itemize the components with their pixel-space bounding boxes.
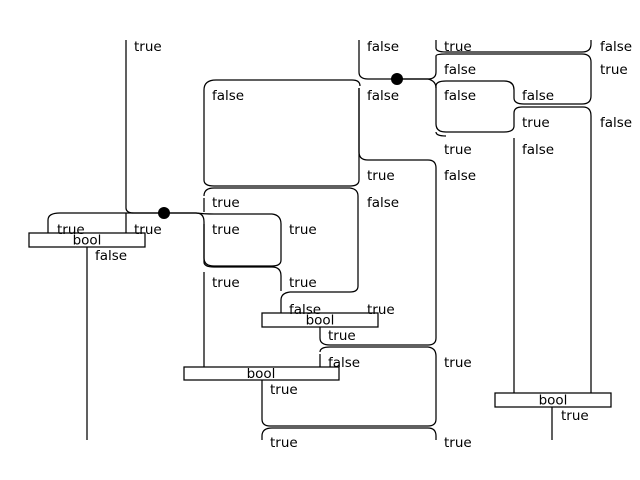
wire-label: false [444, 62, 476, 78]
junction-dot [391, 73, 403, 85]
box-label: bool [73, 233, 102, 249]
wire-label: true [212, 195, 240, 211]
wire-label: true [522, 115, 550, 131]
wire [261, 346, 437, 427]
wire-label: true [367, 302, 395, 318]
box-rect [494, 392, 612, 408]
bool-box-4: bool [494, 392, 612, 409]
wire-label: true [134, 39, 162, 55]
wire [358, 40, 397, 80]
wire-label: true [444, 142, 472, 158]
box-rect [261, 312, 379, 328]
wire-label: true [212, 222, 240, 238]
wire-label: true [561, 408, 589, 424]
wire [435, 40, 592, 53]
wire-label: false [367, 88, 399, 104]
wire-label: false [367, 195, 399, 211]
wire-label: true [212, 275, 240, 291]
wire-label: true [270, 382, 298, 398]
wire [164, 212, 282, 267]
wire [319, 88, 437, 346]
wire-label: true [134, 222, 162, 238]
wire [203, 187, 359, 313]
wire [261, 427, 437, 440]
wire-label: true [600, 62, 628, 78]
wire [47, 212, 164, 233]
wire-label: false [444, 88, 476, 104]
wire-label: false [522, 142, 554, 158]
wire [435, 131, 447, 137]
wire [203, 88, 360, 187]
junction-dot [158, 207, 170, 219]
wire-label: true [57, 222, 85, 238]
wire-label: true [444, 355, 472, 371]
wire [397, 78, 437, 89]
wire [397, 53, 592, 393]
wire-labels: true false true false false true false f… [57, 39, 632, 451]
bool-box-1: bool [28, 232, 146, 249]
box-label: bool [539, 393, 568, 409]
wire [203, 79, 361, 91]
wire-label: true [289, 222, 317, 238]
box-rect [28, 232, 146, 248]
wire-label: false [289, 302, 321, 318]
wires [47, 40, 592, 440]
bool-box-2: bool [261, 312, 379, 329]
wire-label: true [270, 435, 298, 451]
wire-label: false [600, 115, 632, 131]
wire-label: true [444, 39, 472, 55]
box-label: bool [247, 366, 276, 382]
wire-label: false [600, 39, 632, 55]
wire-label: true [367, 168, 395, 184]
bool-box-3: bool [183, 366, 340, 382]
wire-label: false [522, 88, 554, 104]
box-rect [183, 366, 340, 381]
box-label: bool [306, 313, 335, 329]
wire-label: false [212, 88, 244, 104]
wire [164, 212, 282, 291]
wire-label: false [444, 168, 476, 184]
wire [125, 40, 164, 214]
wire-label: true [444, 435, 472, 451]
wire-label: false [328, 355, 360, 371]
wire-label: true [289, 275, 317, 291]
wire-label: true [328, 328, 356, 344]
wire-label: false [95, 248, 127, 264]
wire-label: false [367, 39, 399, 55]
